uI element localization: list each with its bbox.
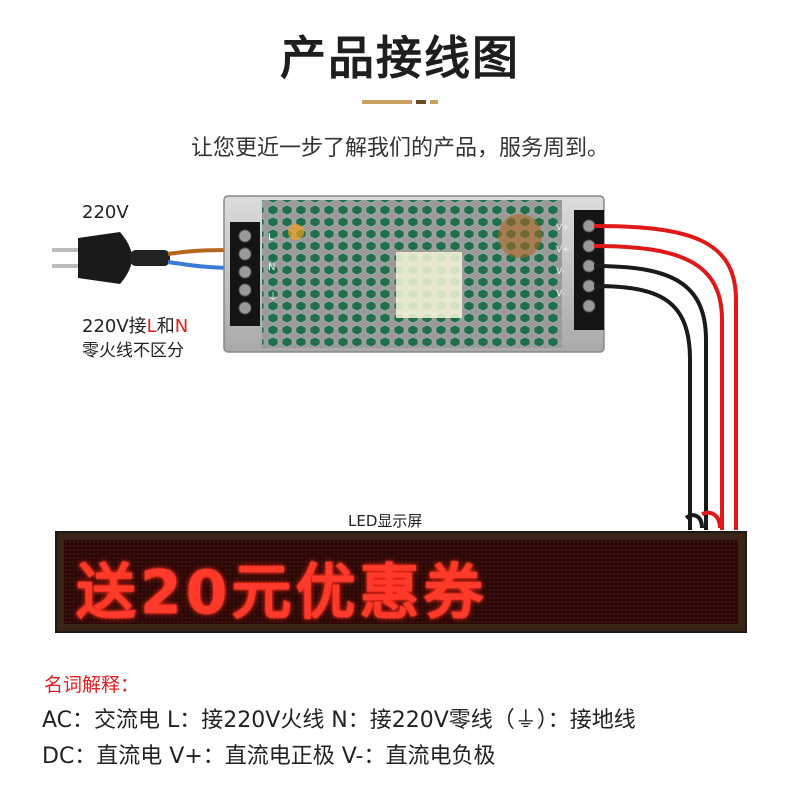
glossary-line-ac: AC：交流电 L：接220V火线 N：接220V零线（⏚）：接地线 bbox=[42, 708, 636, 733]
output-wires bbox=[593, 224, 738, 530]
input-terminal-label: ⏚ bbox=[268, 291, 278, 303]
power-supply-unit bbox=[223, 195, 605, 353]
plug-note-line2: 零火线不区分 bbox=[82, 341, 184, 361]
page-title: 产品接线图 bbox=[280, 31, 520, 85]
output-terminal-label: V- bbox=[556, 267, 565, 277]
led-screen-label: LED显示屏 bbox=[348, 512, 423, 530]
glossary-title: 名词解释： bbox=[44, 674, 140, 696]
output-terminal-label: V+ bbox=[556, 245, 570, 255]
led-screen bbox=[55, 531, 747, 633]
power-plug bbox=[52, 232, 170, 284]
title-underline bbox=[362, 100, 438, 104]
led-display-text: 送20元优惠券 bbox=[76, 558, 488, 628]
page-subtitle: 让您更近一步了解我们的产品，服务周到。 bbox=[190, 136, 609, 161]
output-terminal-label: V- bbox=[556, 289, 565, 299]
input-terminal-label: L bbox=[268, 232, 274, 243]
plug-note-line1: 220V接L和N bbox=[82, 316, 189, 337]
glossary-line-dc: DC：直流电 V+：直流电正极 V-：直流电负极 bbox=[42, 744, 496, 769]
plug-voltage-label: 220V bbox=[82, 202, 129, 223]
output-terminal-label: V+ bbox=[556, 223, 570, 233]
input-terminal-label: N bbox=[268, 262, 275, 273]
